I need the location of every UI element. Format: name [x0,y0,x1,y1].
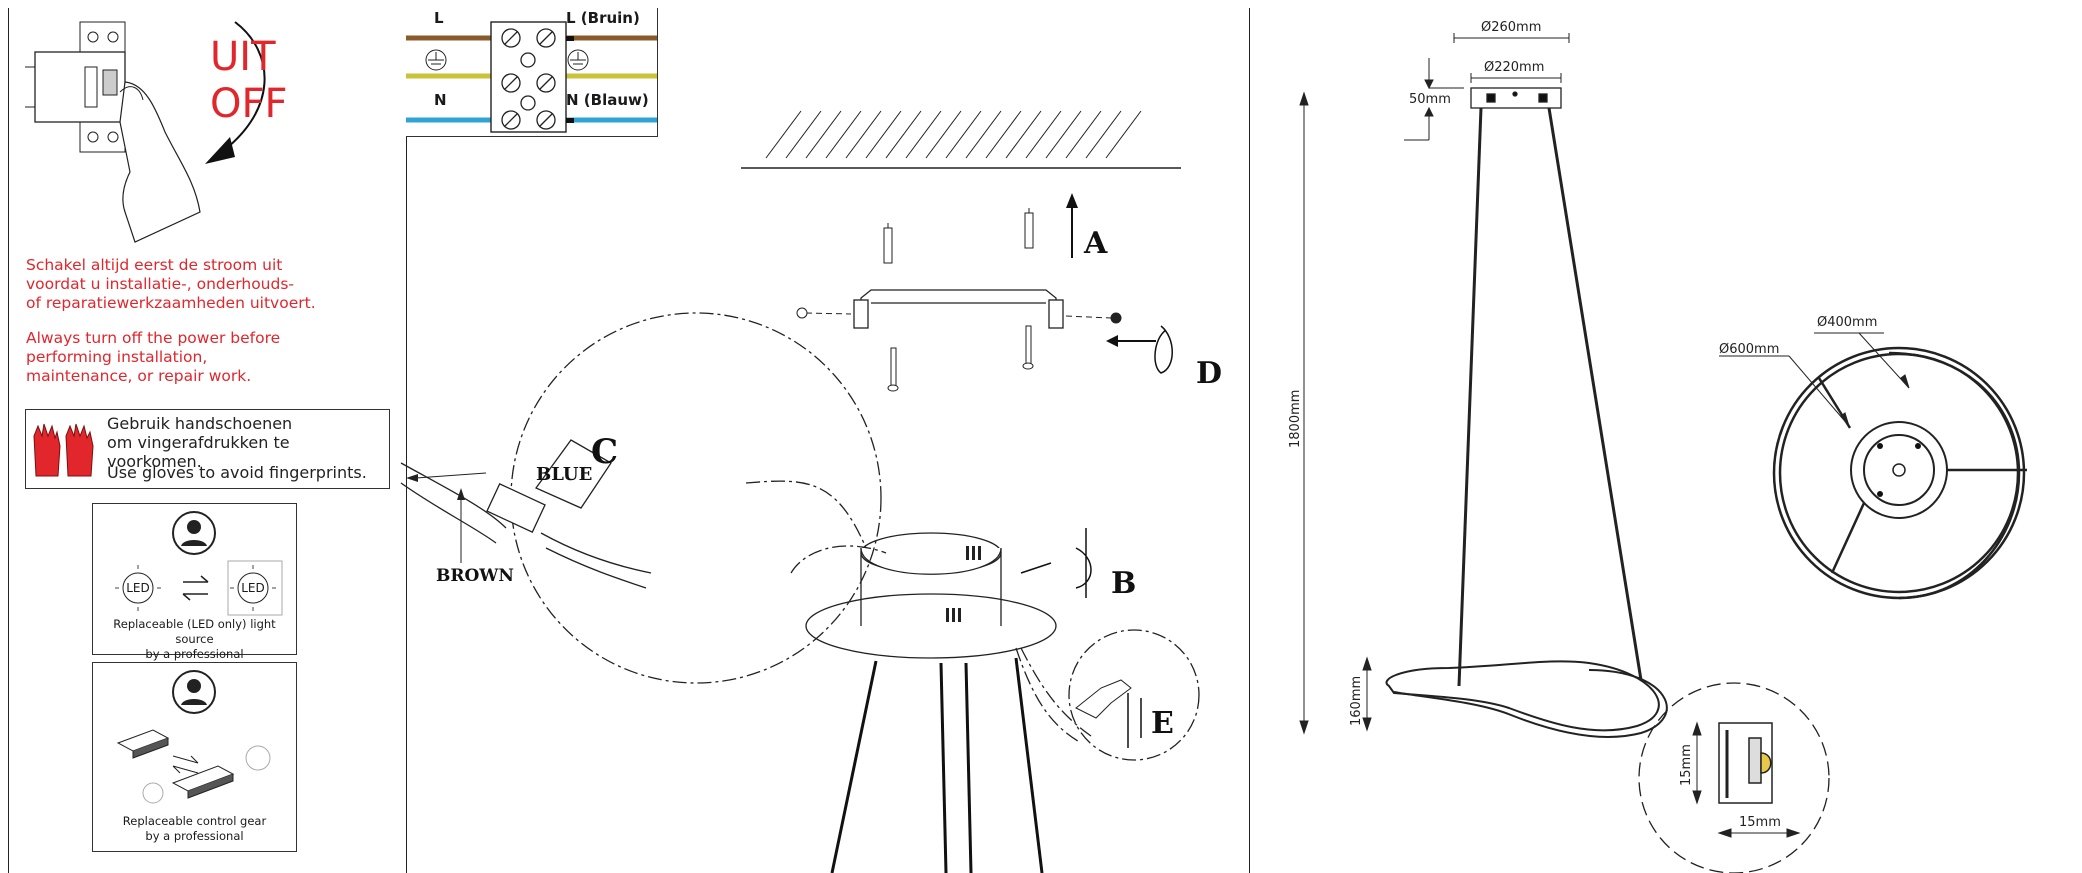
step-b-label: B [1111,566,1136,601]
dim-h50-label: 50mm [1409,92,1451,107]
step-c-label: C [591,432,618,472]
gloves-nl-line-2: om vingerafdrukken te voorkomen. [107,433,290,471]
dim-h1800 [1299,91,1309,735]
profile-detail-bubble [1638,682,1830,873]
gloves-icon [33,423,94,477]
dim-h1800-label: 1800mm [1288,390,1303,448]
warning-en-line-2: performing installation, [26,348,208,366]
warning-nl-line-1: Schakel altijd eerst de stroom uit [26,256,283,274]
screw-left [796,307,808,319]
gloves-notice: Gebruik handschoenen om vingerafdrukken … [25,409,390,489]
wire-connector [400,439,652,589]
replaceable-led-line-2: by a professional [145,647,244,661]
dim-d220-label: Ø220mm [1484,60,1544,75]
dim-d260-label: Ø260mm [1481,20,1541,35]
step-d-label: D [1196,356,1222,391]
screws [887,325,1034,392]
wiring-diagram: L L (Bruin) N N (Blauw) [406,8,658,137]
wire-n-right-label: N (Blauw) [566,91,649,109]
replaceable-led-box: LED LED Replaceable (LED only) light sou… [92,503,297,661]
warning-text-en: Always turn off the power before perform… [26,329,280,386]
step-a-label: A [1083,226,1108,261]
canopy-slots [946,546,981,622]
dim-d600 [1719,355,1850,427]
dim-p15w-label: 15mm [1739,815,1781,830]
ground-icon-left [425,49,447,71]
installation-drawing: A D B [400,110,1222,873]
replaceable-gear-caption: Replaceable control gear by a profession… [93,814,296,844]
warning-nl-line-3: of reparatiewerkzaamheden uitvoert. [26,294,316,312]
wall-plugs [883,208,1034,264]
control-gear-swap-icon [116,729,271,804]
ring-hub-dots [1877,443,1921,497]
suspension-cables [1457,107,1643,687]
profile-section [1718,722,1773,804]
terminal-block [406,21,657,133]
canopy [805,532,1057,659]
switch-off-label-nl: UIT [210,34,276,80]
warning-en-line-3: maintenance, or repair work. [26,367,252,385]
led-swap-icon [115,560,283,616]
arrow-d-icon [1116,325,1173,374]
warning-nl-line-2: voordat u installatie-, onderhouds- [26,275,295,293]
brown-label: BROWN [436,566,514,586]
technician-icon [172,511,216,555]
arrow-e-icon [1127,693,1142,748]
dim-d400 [1814,332,1910,389]
replaceable-led-caption: Replaceable (LED only) light source by a… [93,617,296,662]
replaceable-gear-line-2: by a professional [145,829,244,843]
led-label-left: LED [126,581,150,595]
wire-n-label: N [434,91,447,109]
warning-en-line-1: Always turn off the power before [26,329,281,347]
replaceable-gear-box: Replaceable control gear by a profession… [92,662,297,852]
dimension-drawing: Ø260mm Ø220mm 50mm 1800mm 160mm [1288,20,2027,873]
ring-side-view [1385,660,1668,738]
replaceable-gear-line-1: Replaceable control gear [122,814,267,828]
screw-right [1110,312,1122,324]
ring-top-view [1772,346,2027,600]
dim-d220 [1470,73,1562,83]
wire-l-label: L [434,9,444,27]
canopy-side [1470,87,1562,109]
ground-icon-right [567,49,589,71]
warning-text-nl: Schakel altijd eerst de stroom uit voord… [26,256,316,313]
replaceable-led-line-1: Replaceable (LED only) light source [113,617,276,646]
step-e-label: E [1151,706,1174,741]
switch-off-label-en: OFF [210,81,288,127]
circuit-breaker-illustration [25,21,266,243]
gloves-nl-line-1: Gebruik handschoenen [107,414,293,433]
dim-h50 [1404,58,1464,141]
panel-dimensions [1249,8,2082,873]
blue-label: BLUE [536,464,592,485]
dim-p15h-label: 15mm [1679,744,1694,786]
led-label-right: LED [241,581,265,595]
dim-d400-label: Ø400mm [1817,315,1877,330]
panel-safety [8,8,407,873]
hand-adjust [1075,679,1132,719]
ceiling [741,110,1181,169]
technician-icon-2 [172,670,216,714]
dim-d600-label: Ø600mm [1719,342,1779,357]
dim-h160 [1362,656,1372,732]
arrow-a-icon [1066,193,1078,258]
detail-e-bubble [1015,629,1200,761]
dim-d260 [1453,33,1570,43]
dim-h160-label: 160mm [1349,676,1364,726]
wire-l-right-label: L (Bruin) [566,9,640,27]
dim-p15h [1692,721,1702,805]
panel-installation [406,8,1250,873]
mounting-bracket [853,289,1064,329]
arrow-b-icon [1020,528,1092,598]
gloves-text-en: Use gloves to avoid fingerprints. [107,463,367,482]
gloves-text-nl: Gebruik handschoenen om vingerafdrukken … [107,414,389,471]
dim-p15w [1717,828,1801,838]
